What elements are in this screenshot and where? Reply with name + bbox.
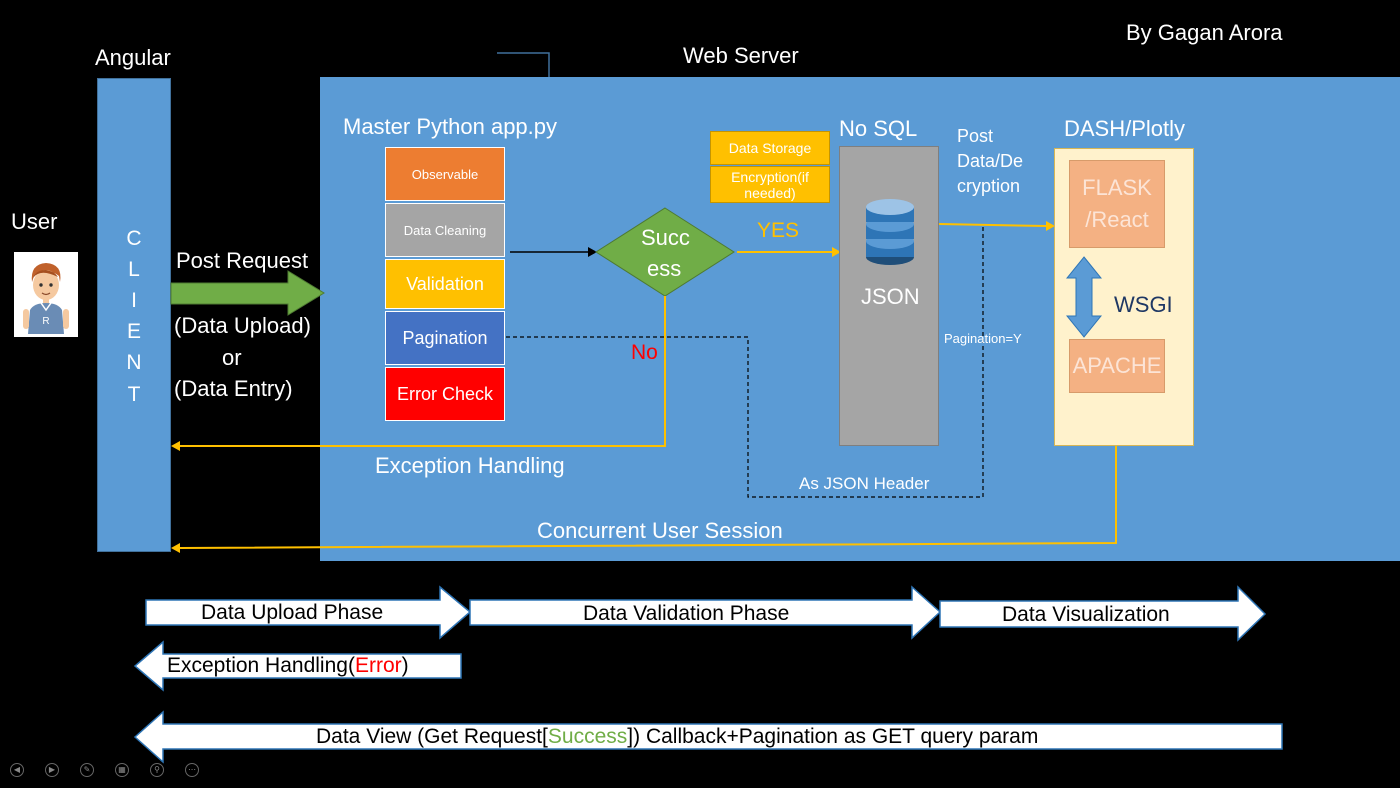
post-data-label-2: Data/De bbox=[957, 151, 1024, 171]
author-label: By Gagan Arora bbox=[1126, 20, 1283, 45]
post-request-line1: (Data Upload) bbox=[174, 313, 311, 338]
data-view-label: Data View (Get Request[Success]) Callbac… bbox=[316, 725, 1038, 749]
no-label: No bbox=[631, 341, 658, 364]
pagination-box: Pagination bbox=[385, 311, 505, 365]
client-letter: N bbox=[126, 351, 142, 374]
double-arrow-icon bbox=[1065, 256, 1103, 338]
wsgi-label: WSGI bbox=[1114, 292, 1173, 317]
svg-text:R: R bbox=[42, 316, 49, 327]
client-letter: C bbox=[126, 227, 142, 250]
client-bar bbox=[97, 78, 171, 552]
post-request-line2: or bbox=[222, 345, 242, 370]
client-letter: E bbox=[126, 320, 141, 343]
client-letter: L bbox=[128, 258, 140, 281]
flask-react-box: FLASK /React bbox=[1069, 160, 1165, 248]
post-data-label-1: Post bbox=[957, 126, 994, 146]
validation-phase-label: Data Validation Phase bbox=[583, 602, 790, 625]
yes-label: YES bbox=[757, 219, 800, 242]
web-server-title: Web Server bbox=[683, 43, 799, 68]
apache-box: APACHE bbox=[1069, 339, 1165, 393]
decision-line1: Succ bbox=[641, 225, 690, 250]
observable-box: Observable bbox=[385, 147, 505, 201]
validation-box: Validation bbox=[385, 259, 505, 309]
angular-title: Angular bbox=[95, 45, 171, 70]
post-data-label-3: cryption bbox=[957, 176, 1021, 196]
encryption-box: Encryption(if needed) bbox=[710, 166, 830, 203]
post-request-title: Post Request bbox=[176, 248, 309, 273]
json-header-label: As JSON Header bbox=[799, 474, 930, 493]
data-view-prefix: Data View (Get Request[ bbox=[316, 725, 548, 748]
error-check-box: Error Check bbox=[385, 367, 505, 421]
user-label: User bbox=[11, 209, 58, 234]
more-options-icon[interactable]: ⋯ bbox=[185, 763, 199, 777]
client-letter: I bbox=[131, 289, 137, 312]
flask-label: FLASK bbox=[1082, 175, 1152, 200]
data-cleaning-box: Data Cleaning bbox=[385, 203, 505, 257]
post-request-line3: (Data Entry) bbox=[174, 376, 293, 401]
database-icon bbox=[864, 197, 916, 269]
data-storage-box: Data Storage bbox=[710, 131, 830, 165]
json-label: JSON bbox=[861, 284, 920, 309]
next-slide-icon[interactable]: ▶ bbox=[45, 763, 59, 777]
data-view-success: Success bbox=[547, 725, 628, 748]
master-python-title: Master Python app.py bbox=[343, 114, 558, 139]
exception-phase-prefix: Exception Handling( bbox=[167, 654, 355, 677]
client-letter: T bbox=[127, 383, 141, 406]
previous-slide-icon[interactable]: ◀ bbox=[10, 763, 24, 777]
slides-grid-icon[interactable]: ▦ bbox=[115, 763, 129, 777]
visualization-phase-label: Data Visualization bbox=[1002, 603, 1170, 626]
react-label: /React bbox=[1085, 207, 1149, 232]
decision-line2: ess bbox=[647, 256, 682, 281]
exception-phase-suffix: ) bbox=[401, 654, 409, 677]
exception-handling-label: Exception Handling bbox=[375, 453, 565, 478]
concurrent-session-label: Concurrent User Session bbox=[537, 518, 783, 543]
exception-phase-error: Error bbox=[354, 654, 402, 677]
zoom-icon[interactable]: ⚲ bbox=[150, 763, 164, 777]
exception-phase-label: Exception Handling(Error) bbox=[167, 654, 409, 678]
pagination-flag-label: Pagination=Y bbox=[944, 331, 1022, 346]
nosql-db-column bbox=[839, 146, 939, 446]
nosql-title: No SQL bbox=[839, 116, 918, 141]
user-avatar-icon: R bbox=[14, 252, 78, 337]
data-view-suffix: ]) Callback+Pagination as GET query para… bbox=[627, 725, 1039, 748]
upload-phase-label: Data Upload Phase bbox=[201, 601, 384, 624]
pen-icon[interactable]: ✎ bbox=[80, 763, 94, 777]
dash-title: DASH/Plotly bbox=[1064, 116, 1186, 141]
